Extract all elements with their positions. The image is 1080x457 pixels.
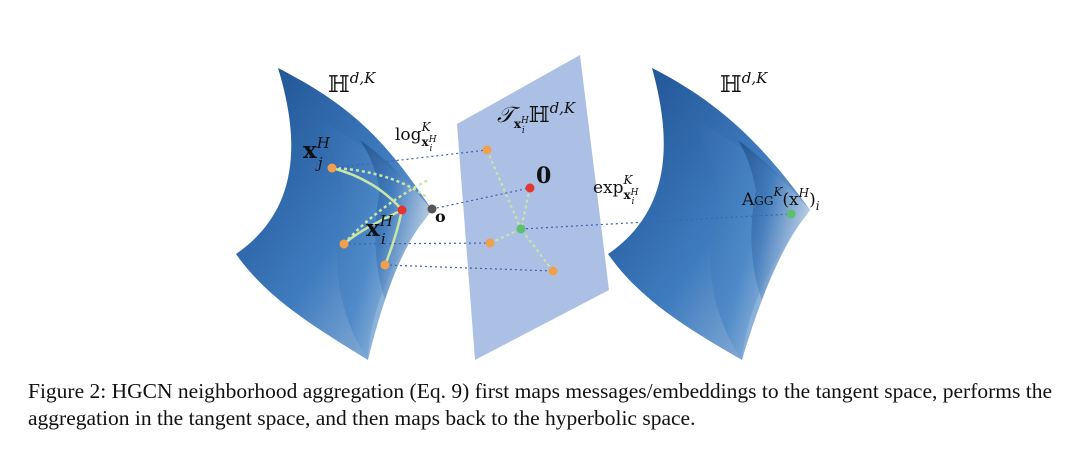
tangent-plane (457, 55, 609, 360)
tangent-point-2 (485, 238, 495, 248)
tangent-zero-point (525, 183, 535, 193)
origin-label: o (435, 207, 446, 226)
left-manifold (236, 68, 432, 360)
tangent-point-1 (482, 145, 492, 155)
right-manifold (608, 68, 810, 360)
figure-caption: Figure 2: HGCN neighborhood aggregation … (28, 379, 1053, 430)
tangent-aggregate-point (516, 224, 526, 234)
point-xj (327, 163, 337, 173)
tangent-aggregation-lines (486, 149, 554, 272)
point-origin (427, 204, 437, 214)
manifold-left-label: ℍd,K (328, 69, 376, 98)
aggregation-label: AggK(xH)i (741, 185, 820, 213)
mapping-lines (331, 149, 792, 272)
aggregate-point (786, 209, 796, 219)
geodesic-curves (331, 166, 429, 266)
manifold-right-label: ℍd,K (720, 69, 768, 98)
point-neighbor-1 (339, 239, 349, 249)
tangent-point-3 (548, 266, 558, 276)
point-neighbor-2 (380, 260, 390, 270)
zero-label: 0 (536, 163, 551, 189)
point-xi (397, 205, 407, 215)
